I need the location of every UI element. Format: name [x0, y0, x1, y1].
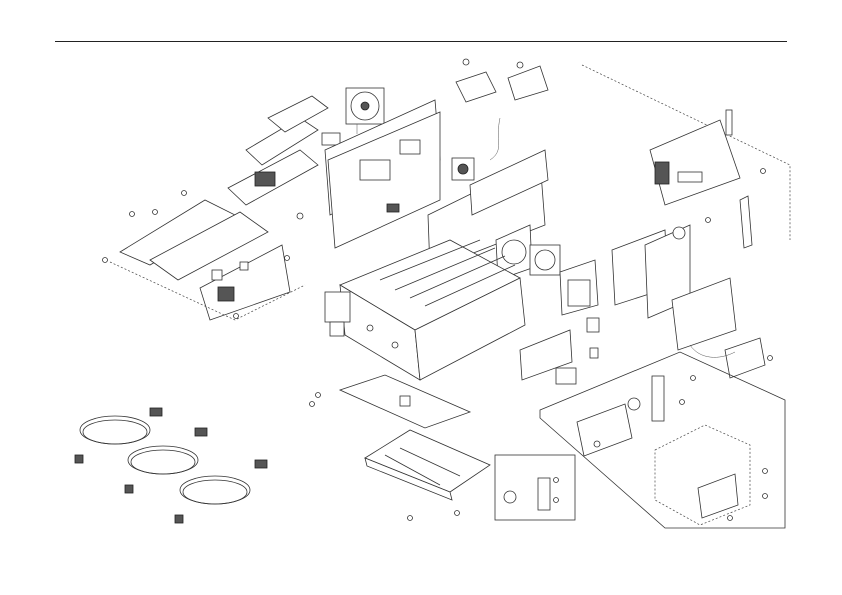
header-rule: [55, 41, 787, 42]
fan-duct-center: [495, 224, 599, 316]
main-chassis: [324, 239, 526, 381]
drive-motor: [451, 157, 475, 181]
duct-cover-assembly: [227, 95, 341, 220]
sensor-parts: [519, 317, 600, 385]
bracket-kit-box: [494, 454, 576, 521]
power-cords: [74, 407, 268, 524]
option-board: [671, 277, 773, 379]
left-frame-plate: [324, 99, 441, 249]
interface-panel: [611, 224, 691, 319]
upper-right-board-group: [581, 64, 791, 249]
power-supply-board-group: [102, 190, 306, 321]
right-frame-plate: [427, 149, 549, 271]
base-tray: [364, 429, 491, 521]
cooling-fan-top: [345, 87, 385, 134]
option-kit-boundary: [539, 351, 786, 529]
controller-board: [309, 374, 472, 429]
motor-bracket-top: [455, 58, 549, 161]
